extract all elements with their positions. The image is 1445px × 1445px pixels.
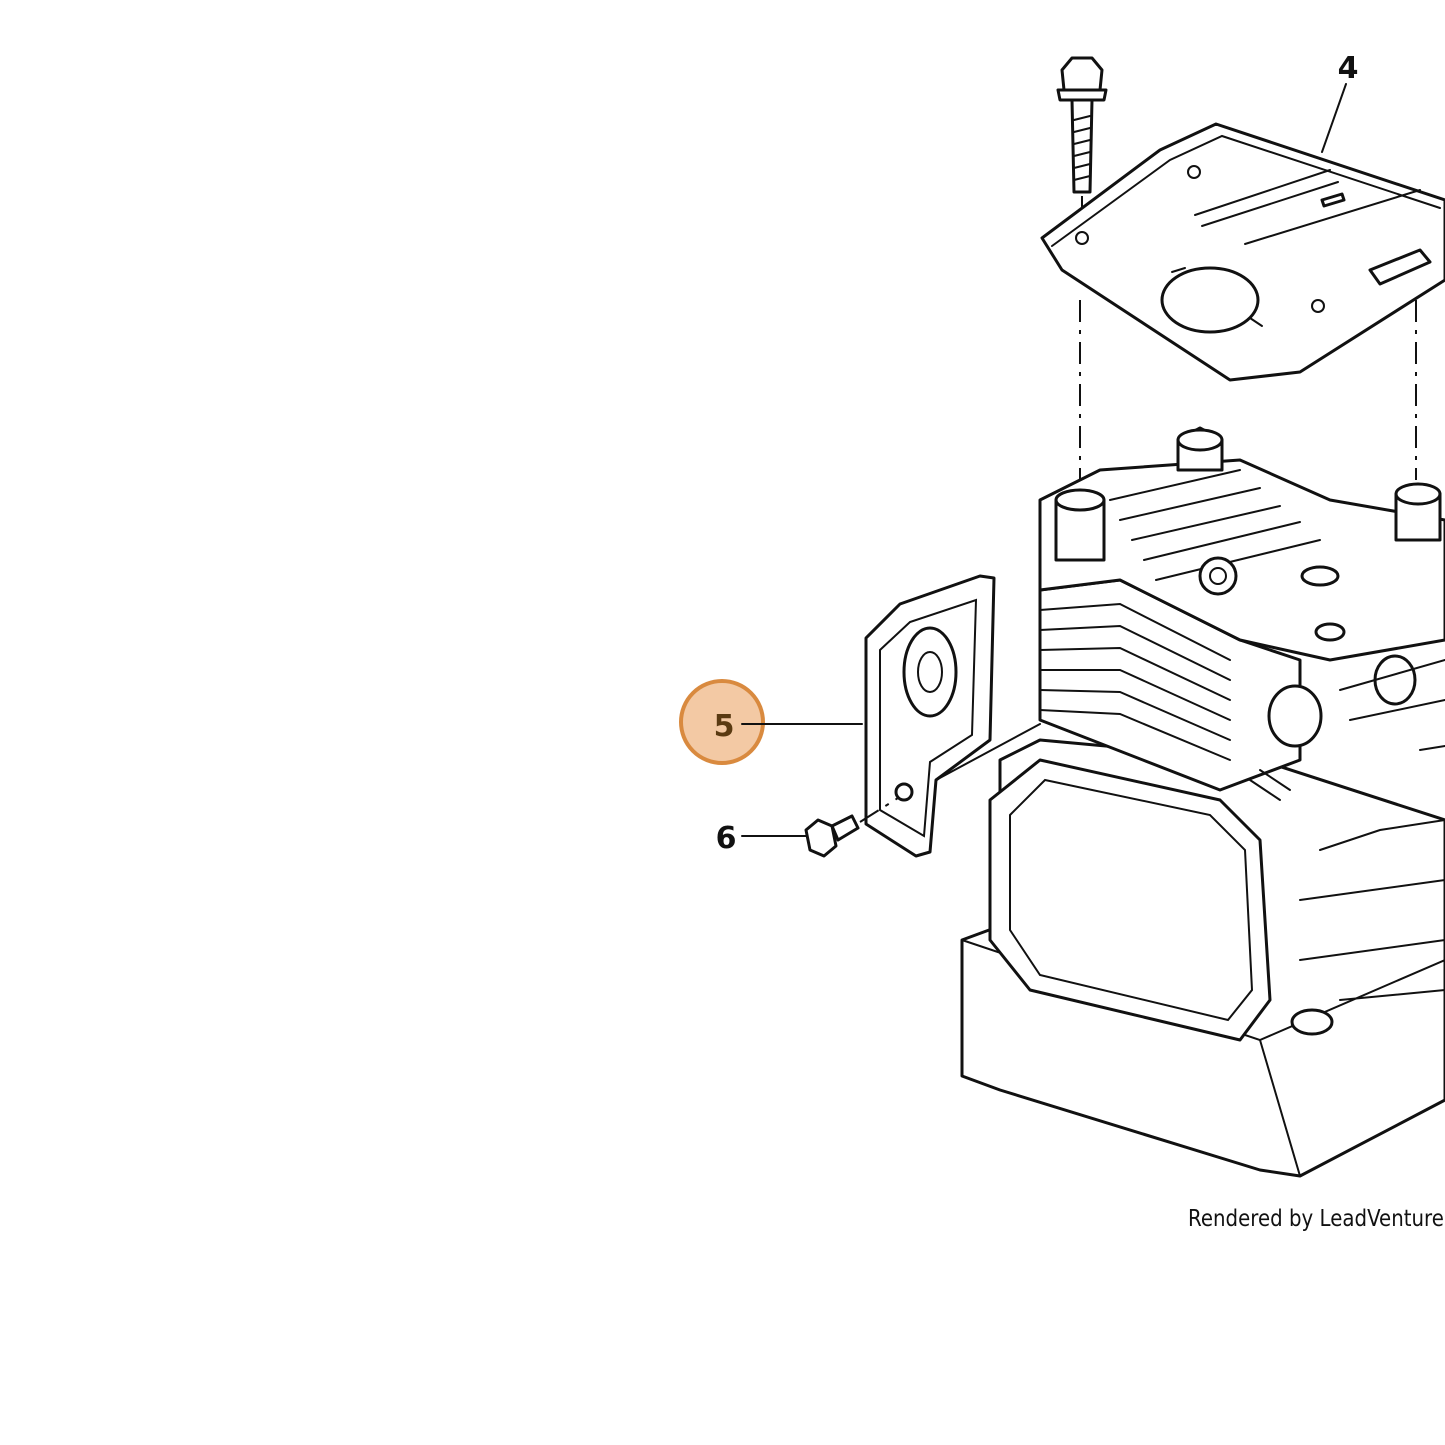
callout-6-label: 6 — [716, 821, 737, 856]
cover-plate-part[interactable] — [1040, 122, 1445, 480]
air-baffle-part[interactable] — [864, 574, 1041, 858]
callout-5-label: 5 — [714, 709, 735, 744]
engine-block — [960, 426, 1445, 1178]
callout-5-highlight — [679, 679, 765, 765]
credit-text: Rendered by LeadVenture, — [1188, 1206, 1445, 1232]
bolt-part[interactable] — [1056, 56, 1108, 232]
screw-part[interactable] — [804, 797, 899, 858]
callout-6[interactable]: 6 — [716, 821, 807, 856]
callout-4-label: 4 — [1338, 51, 1359, 86]
callout-4[interactable]: 4 — [1321, 51, 1359, 153]
callout-5[interactable]: 5 — [679, 679, 863, 765]
